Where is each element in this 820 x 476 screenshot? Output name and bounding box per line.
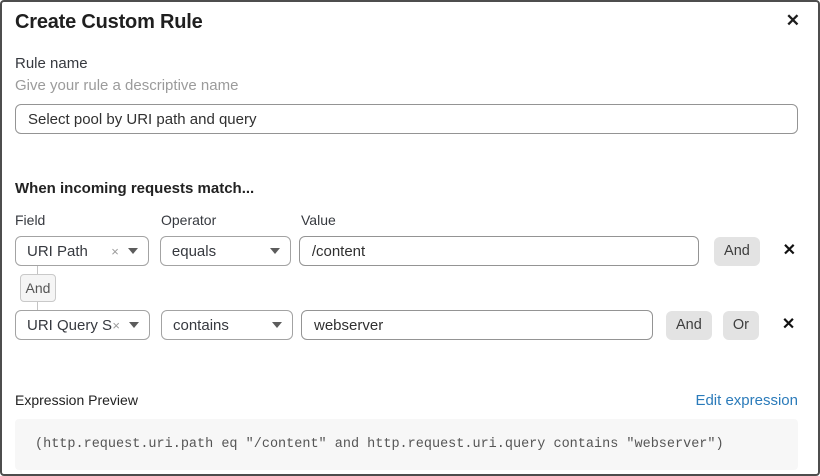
chevron-down-icon (127, 248, 138, 254)
match-heading: When incoming requests match... (15, 180, 255, 197)
operator-dropdown[interactable]: equals (159, 236, 291, 266)
rule-name-input[interactable] (15, 104, 798, 134)
value-input[interactable] (301, 310, 653, 340)
field-dropdown[interactable]: URI Path × (15, 236, 149, 266)
chevron-down-icon (129, 322, 139, 328)
chevron-down-icon (269, 248, 280, 254)
operator-dropdown-value: contains (173, 316, 229, 334)
remove-condition-icon[interactable]: ✕ (781, 316, 796, 333)
add-and-condition-button[interactable]: And (666, 310, 712, 340)
dialog-title: Create Custom Rule (15, 11, 203, 33)
clear-selection-icon[interactable]: × (111, 243, 119, 259)
condition-column-labels: Field Operator Value (15, 212, 798, 228)
expression-preview-label: Expression Preview (15, 392, 138, 408)
value-input[interactable] (298, 236, 700, 266)
operator-column-label: Operator (161, 212, 217, 228)
field-dropdown-value: URI Query St... (27, 316, 113, 334)
field-dropdown[interactable]: URI Query St... × (15, 310, 150, 340)
field-dropdown-value: URI Path (27, 242, 88, 260)
and-connector-badge: And (20, 274, 56, 302)
chevron-down-icon (272, 322, 282, 328)
close-icon[interactable]: ✕ (782, 8, 804, 33)
connector-line-top (37, 266, 38, 274)
operator-dropdown-value: equals (171, 242, 217, 260)
rule-name-hint: Give your rule a descriptive name (15, 77, 239, 94)
connector-line-bottom (37, 302, 38, 310)
clear-selection-icon[interactable]: × (112, 317, 120, 333)
value-column-label: Value (301, 212, 336, 228)
field-column-label: Field (15, 212, 46, 228)
edit-expression-link[interactable]: Edit expression (695, 392, 798, 409)
rule-name-label: Rule name (15, 55, 88, 72)
operator-dropdown[interactable]: contains (161, 310, 293, 340)
and-connector: And (15, 266, 85, 310)
expression-preview-code: (http.request.uri.path eq "/content" and… (15, 419, 798, 470)
condition-row: URI Query St... × contains And Or ✕ (15, 310, 798, 340)
add-and-condition-button[interactable]: And (714, 236, 760, 266)
remove-condition-icon[interactable]: ✕ (782, 242, 797, 259)
add-or-condition-button[interactable]: Or (722, 310, 759, 340)
condition-row: URI Path × equals And ✕ (15, 236, 798, 266)
